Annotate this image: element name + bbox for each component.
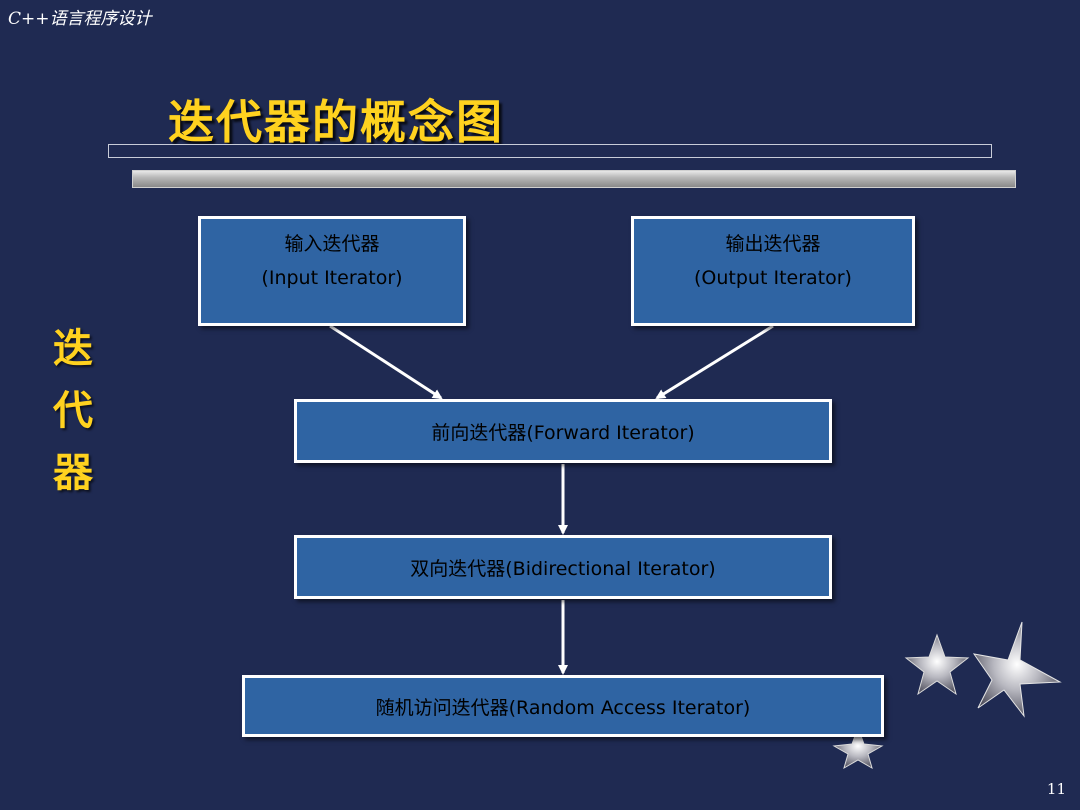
title-rule-thin: [108, 144, 992, 158]
input-iterator-zh: 输入迭代器: [284, 233, 380, 255]
slide-title: 迭代器的概念图: [168, 95, 504, 149]
output-iterator-box: 输出迭代器 (Output Iterator): [631, 216, 915, 326]
side-label-char-2: 代: [53, 388, 93, 434]
output-iterator-en: (Output Iterator): [694, 267, 852, 289]
arrow-output-to-forward: [655, 324, 774, 400]
random-access-iterator-box: 随机访问迭代器(Random Access Iterator): [242, 675, 884, 737]
arrow-input-to-forward: [329, 324, 443, 400]
side-label: 迭 代 器: [38, 318, 108, 504]
side-label-char-3: 器: [53, 450, 93, 496]
star-icon: [904, 633, 970, 696]
star-icon: [972, 621, 1062, 718]
course-header: C++语言程序设计: [8, 9, 152, 29]
bidirectional-iterator-box: 双向迭代器(Bidirectional Iterator): [294, 535, 832, 599]
star-icon: [832, 726, 884, 770]
page-number: 11: [1046, 780, 1066, 798]
input-iterator-box: 输入迭代器 (Input Iterator): [198, 216, 466, 326]
side-label-char-1: 迭: [53, 326, 93, 372]
forward-iterator-box: 前向迭代器(Forward Iterator): [294, 399, 832, 463]
input-iterator-en: (Input Iterator): [261, 267, 403, 289]
title-rule-thick: [132, 170, 1016, 188]
output-iterator-zh: 输出迭代器: [725, 233, 821, 255]
